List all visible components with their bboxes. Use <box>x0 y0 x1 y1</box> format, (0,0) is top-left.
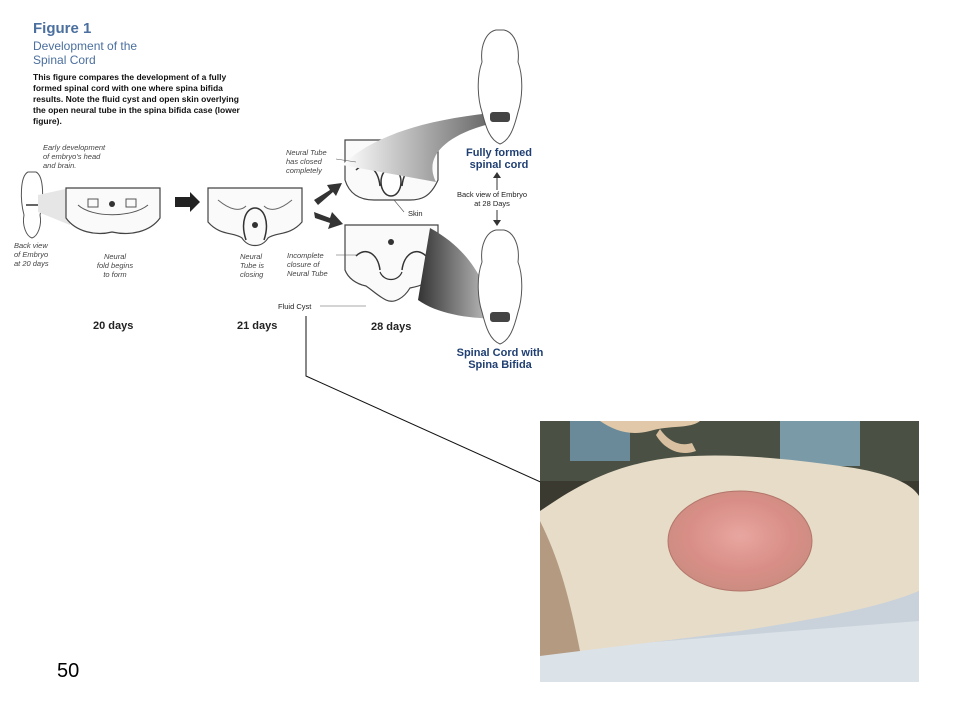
embryo-28-days-bifida <box>477 229 523 345</box>
label-back-view-20: Back view of Embryo at 20 days <box>14 241 49 268</box>
label-neural-fold-line1: Neural <box>103 252 127 261</box>
label-neural-fold: Neural fold begins to form <box>92 252 138 279</box>
result-spina-bifida: Spinal Cord with Spina Bifida <box>448 347 552 371</box>
label-incomplete-line2: closure of <box>287 260 320 269</box>
section-20-days <box>65 187 161 235</box>
result-fully-formed: Fully formed spinal cord <box>455 147 543 171</box>
label-neural-fold-line2: fold begins <box>96 261 134 270</box>
figure-caption: This figure compares the development of … <box>33 72 240 126</box>
result-fully-formed-line2: spinal cord <box>469 159 529 171</box>
label-incomplete-line3: Neural Tube <box>287 269 328 278</box>
slide-number: 50 <box>57 660 80 682</box>
magnify-fan-20 <box>38 188 70 225</box>
stage-label-21-days: 21 days <box>237 320 278 332</box>
label-back-view-28: Back view of Embryo at 28 Days <box>457 190 527 208</box>
label-skin: Skin <box>408 209 423 218</box>
stage-label-20-days: 20 days <box>93 320 134 332</box>
label-incomplete-line1: Incomplete <box>287 251 324 260</box>
label-tube-closing-line3: closing <box>240 270 264 279</box>
label-early-development-line1: Early development <box>43 143 106 152</box>
figure-subtitle-line2: Spinal Cord <box>33 53 96 67</box>
result-spina-bifida-line2: Spina Bifida <box>468 359 532 371</box>
label-tube-closing: Neural Tube is closing <box>240 252 264 279</box>
label-tube-closed-line1: Neural Tube <box>286 148 327 157</box>
label-early-development-line3: and brain. <box>43 161 77 170</box>
label-neural-fold-line3: to form <box>103 270 127 279</box>
label-early-development: Early development of embryo's head and b… <box>43 143 105 170</box>
result-fully-formed-line1: Fully formed <box>465 147 532 159</box>
arrow-up-to-normal <box>314 183 342 205</box>
embryo-28-days-normal <box>477 29 523 145</box>
magnify-fan-normal <box>342 112 508 182</box>
figure-title: Figure 1 <box>33 20 92 37</box>
label-fluid-cyst: Fluid Cyst <box>278 302 312 311</box>
spina-bifida-photo-drawing <box>540 421 919 682</box>
arrow-20-to-21 <box>175 192 200 212</box>
label-tube-closed-line3: completely <box>286 166 322 175</box>
label-tube-closed-line2: has closed <box>286 157 322 166</box>
result-spina-bifida-line1: Spinal Cord with <box>456 347 544 359</box>
figure-subtitle-line1: Development of the <box>33 39 138 53</box>
label-back-view-20-line1: Back view <box>14 241 48 250</box>
label-back-view-28-line1: Back view of Embryo <box>457 190 528 199</box>
arrow-down-to-bifida <box>314 212 343 229</box>
label-back-view-28-line2: at 28 Days <box>474 199 510 208</box>
label-tube-closing-line1: Neural <box>240 252 263 261</box>
section-21-days <box>207 187 303 247</box>
spina-bifida-photo <box>540 421 919 682</box>
label-back-view-20-line2: of Embryo <box>14 250 49 259</box>
figure-subtitle: Development of the Spinal Cord <box>33 39 173 67</box>
label-early-development-line2: of embryo's head <box>43 152 101 161</box>
label-tube-closing-line2: Tube is <box>240 261 265 270</box>
label-back-view-20-line3: at 20 days <box>14 259 49 268</box>
label-incomplete-closure: Incomplete closure of Neural Tube <box>287 251 328 278</box>
stage-label-28-days: 28 days <box>371 321 412 333</box>
label-tube-closed: Neural Tube has closed completely <box>286 148 327 175</box>
